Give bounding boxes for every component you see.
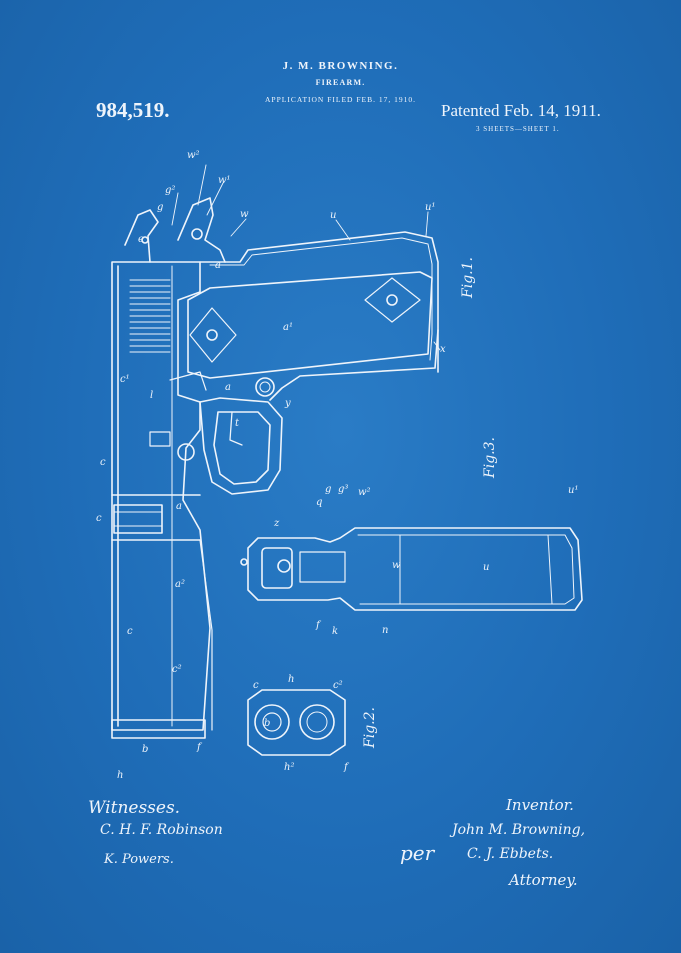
ref-letter: a: [215, 260, 221, 271]
ref-letter: g²: [165, 185, 175, 196]
ref-letter: k: [332, 626, 338, 637]
ref-letter: g: [157, 202, 163, 213]
attorney-label: Attorney.: [509, 871, 578, 889]
barrel-bushing: [114, 505, 162, 533]
grip-panel: [188, 272, 432, 378]
figure-1-label: Fig.1.: [460, 257, 476, 298]
fig1-pistol: w² w¹ g² g w u u¹ e a a¹ x c¹ l a t y c …: [96, 150, 446, 781]
ref-letter: f: [343, 762, 350, 773]
ref-letter: w²: [187, 150, 200, 161]
frame-grip-outline: [200, 232, 438, 400]
patent-number: 984,519.: [96, 98, 170, 122]
trigger-guard-inner: [214, 412, 270, 484]
ref-letter: x: [440, 344, 446, 355]
grip-screw-rear: [387, 295, 397, 305]
ref-letter: u: [483, 562, 489, 573]
ref-letter: c: [96, 513, 102, 524]
ref-letter: g³: [338, 484, 348, 495]
ref-letter: g: [325, 484, 331, 495]
ref-letter: u¹: [568, 485, 578, 496]
sear-spring: [170, 372, 206, 390]
ref-letter: n: [382, 625, 388, 636]
fig3-grip-end: [548, 535, 552, 604]
trigger-guard: [200, 398, 282, 494]
fig3-firing-pin: [300, 552, 345, 582]
magazine-catch-inner: [260, 382, 270, 392]
grip-inner-line: [210, 238, 432, 360]
witnesses-label: Witnesses.: [88, 798, 181, 818]
fig3-pin: [278, 560, 290, 572]
per-label: per: [400, 841, 435, 865]
ref-letter: b: [142, 744, 148, 755]
ref-letter: b: [264, 718, 270, 729]
ref-letter: a: [225, 382, 231, 393]
witness-2-signature: K. Powers.: [104, 852, 174, 867]
ref-letter: h: [117, 770, 123, 781]
grip-diamond-rear: [365, 278, 420, 322]
ref-letter: c: [127, 626, 133, 637]
witness-1-signature: C. H. F. Robinson: [100, 822, 223, 838]
trigger: [230, 412, 242, 445]
muzzle: [112, 720, 205, 738]
ref-letter: a²: [175, 579, 185, 590]
fig3-hammer: [262, 548, 292, 588]
fig2-outline: [248, 690, 345, 755]
ref-letter: f: [196, 742, 203, 753]
figure-2-label: Fig.2.: [362, 707, 378, 748]
ref-letter: c²: [172, 664, 182, 675]
fig3-bolt: [241, 559, 247, 565]
ref-letter: u: [330, 210, 336, 221]
ref-letter: a¹: [283, 322, 293, 333]
ref-letter: w¹: [218, 175, 231, 186]
fig2-barrel: [255, 705, 289, 739]
ref-letter: w: [392, 560, 401, 571]
magazine-catch: [256, 378, 274, 396]
frame-front: [200, 540, 212, 730]
grip-safety-pivot: [192, 229, 202, 239]
fig3-outline: [248, 528, 582, 610]
slide-stop: [150, 432, 170, 446]
fig1-leader-lines: [172, 165, 440, 350]
ref-letter: w: [240, 209, 249, 220]
ref-letter: q: [316, 497, 322, 508]
hammer-pin: [142, 237, 148, 243]
fig2-end-view: c h c² b h² f: [248, 674, 350, 773]
slide-serrations: [130, 280, 170, 352]
ref-letter: c¹: [120, 374, 130, 385]
slide-outline: [112, 262, 210, 730]
ref-letter: u¹: [425, 202, 435, 213]
fig2-recoil-plug: [300, 705, 334, 739]
ref-letter: c: [253, 680, 259, 691]
inventor-label: Inventor.: [506, 796, 574, 814]
ref-letter: t: [235, 418, 240, 429]
ref-letter: w²: [358, 487, 371, 498]
fig3-inner: [358, 535, 574, 604]
grip-screw-front: [207, 330, 217, 340]
fig2-recoil-plug-inner: [307, 712, 327, 732]
ref-letter: c: [100, 457, 106, 468]
fig2-bore: [263, 713, 281, 731]
ref-letter: e: [138, 234, 144, 245]
figure-3-label: Fig.3.: [482, 437, 498, 478]
inventor-signature: John M. Browning,: [452, 822, 586, 838]
patent-title: FIREARM.: [315, 78, 366, 87]
ref-letter: c²: [333, 680, 343, 691]
fig3-top-view: z q g g³ w² w u u¹ f k n: [241, 484, 582, 637]
application-filed: APPLICATION FILED FEB. 17, 1910.: [265, 95, 416, 104]
slide-stop-pin: [178, 444, 194, 460]
grip-safety: [178, 198, 225, 262]
grip-diamond-front: [190, 308, 236, 362]
attorney-signature: C. J. Ebbets.: [467, 846, 554, 862]
inventor-name-header: J. M. BROWNING.: [282, 60, 399, 72]
sheet-count: 3 SHEETS—SHEET 1.: [476, 125, 560, 133]
ref-letter: f: [315, 620, 322, 631]
patent-date: Patented Feb. 14, 1911.: [441, 101, 601, 120]
ref-letter: z: [273, 518, 280, 529]
ref-letter: h: [288, 674, 294, 685]
ref-letter: a: [176, 501, 182, 512]
ref-letter: l: [150, 390, 153, 401]
ref-letter: y: [284, 398, 291, 409]
ref-letter: h²: [284, 762, 294, 773]
